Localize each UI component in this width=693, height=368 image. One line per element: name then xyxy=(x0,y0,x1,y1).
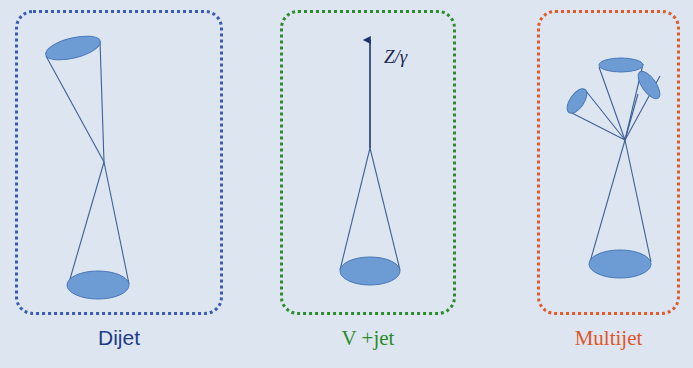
topology-label: Multijet xyxy=(520,326,693,351)
topology-label: Dijet xyxy=(0,326,240,350)
jet-ellipses xyxy=(43,32,663,299)
topology-label: V +jet xyxy=(263,326,473,351)
topology-panel: Dijet xyxy=(15,10,223,315)
topology-panel: Multijet xyxy=(537,10,680,315)
jet-cone-lines xyxy=(46,41,660,286)
boson-arrow xyxy=(369,40,371,148)
boson-label: Z/γ xyxy=(384,46,407,68)
topology-panel: V +jet xyxy=(280,10,456,315)
